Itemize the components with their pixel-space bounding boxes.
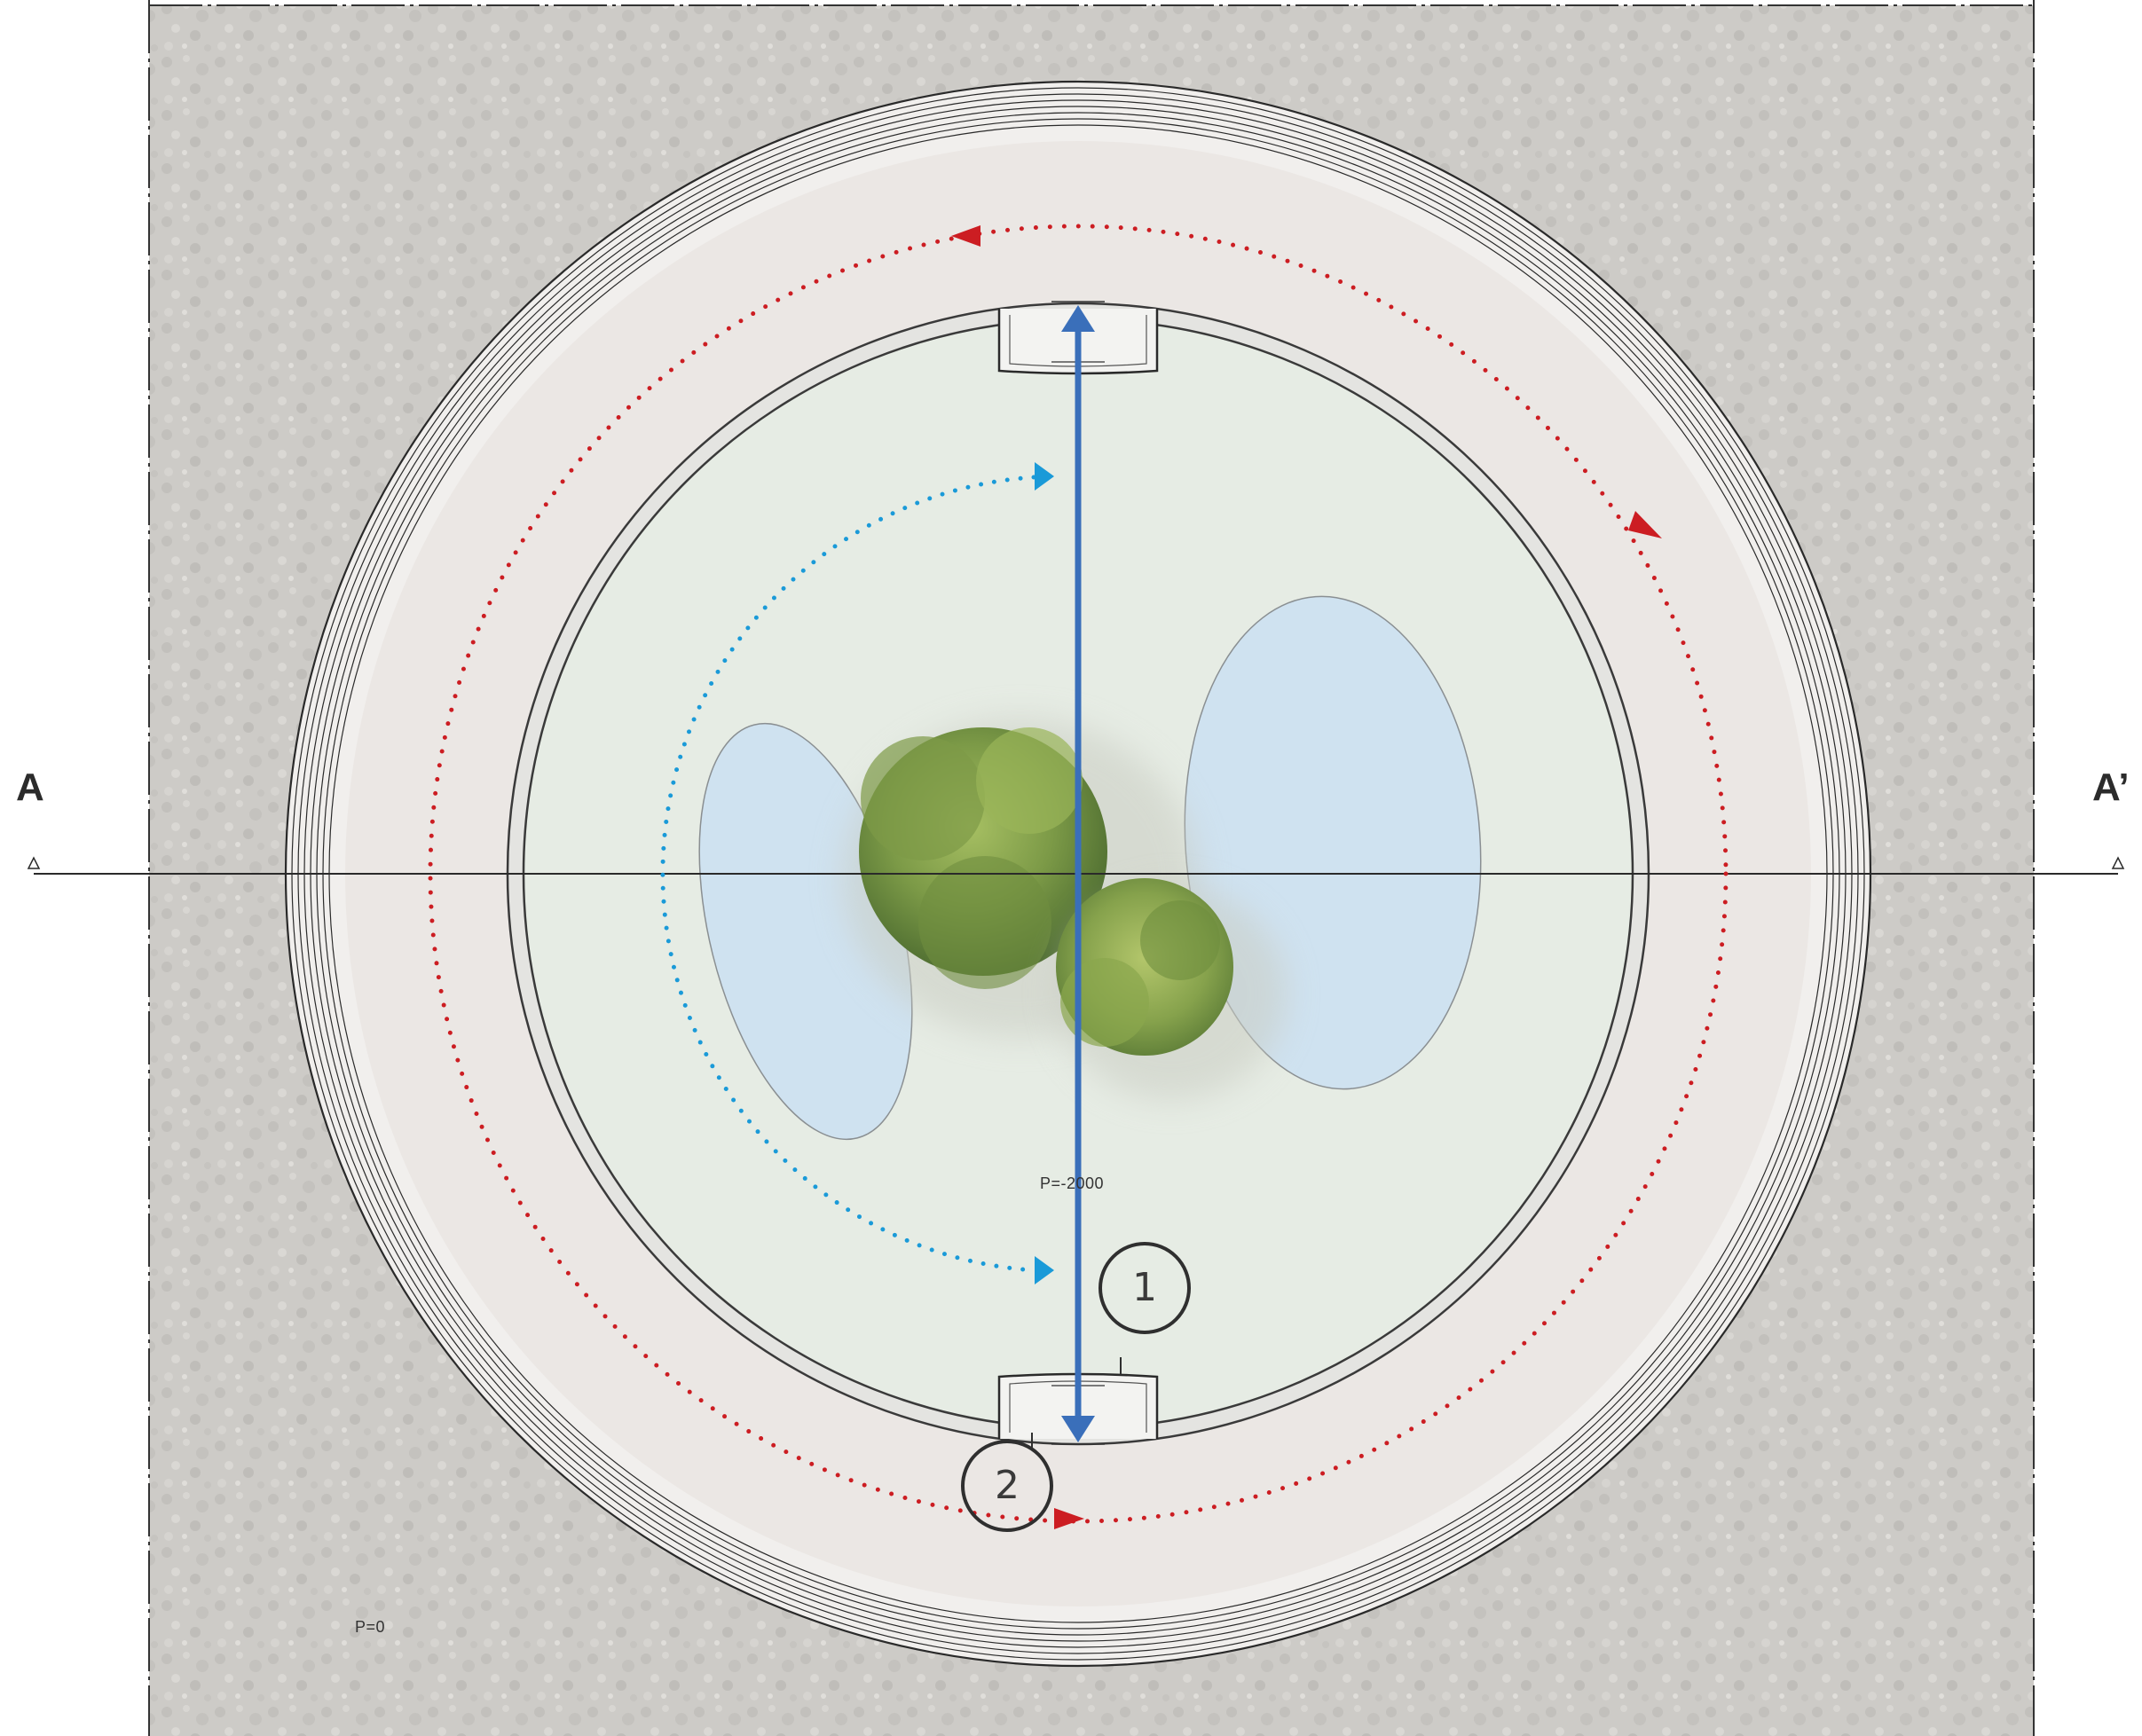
section-marker-right-icon	[2111, 856, 2125, 869]
level-label-ground: P=0	[355, 1618, 386, 1636]
section-label-end: A’	[2092, 766, 2130, 809]
blue-circulation-loop	[660, 475, 1036, 1273]
section-label-start: A	[16, 766, 44, 809]
red-arrow-top-icon	[951, 225, 980, 247]
reference-marker-1	[1099, 1242, 1191, 1334]
tree-canopy-small	[1056, 878, 1287, 1100]
main-axis-arrow	[1061, 305, 1095, 1442]
red-circulation-loop	[428, 224, 1729, 1524]
reference-marker-1-number: 1	[1132, 1265, 1157, 1310]
blue-arrow-bottom-icon	[1035, 1256, 1054, 1284]
level-label-courtyard: P=-2000	[1040, 1174, 1105, 1192]
section-marker-left-icon	[27, 856, 41, 869]
reference-marker-2-number: 2	[995, 1463, 1020, 1508]
red-arrow-right-icon	[1628, 511, 1662, 538]
reference-marker-2	[961, 1440, 1053, 1532]
blue-arrow-top-icon	[1035, 462, 1054, 491]
red-arrow-bottom-icon	[1054, 1508, 1084, 1529]
